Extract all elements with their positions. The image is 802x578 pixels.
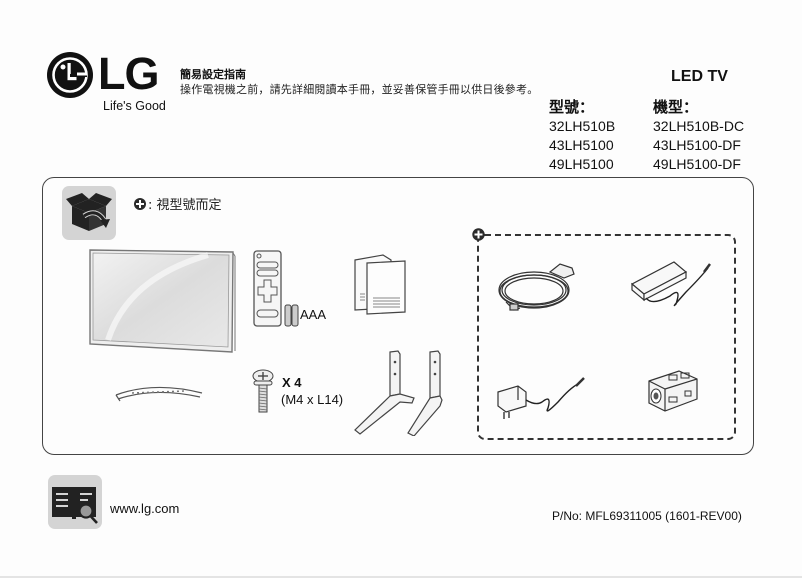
open-box-icon [62, 186, 116, 240]
model-cell: 32LH510B [549, 118, 616, 134]
screw-spec: (M4 x L14) [281, 392, 344, 407]
part-number: P/No: MFL69311005 (1601-REV00) [552, 509, 742, 523]
guide-title: 簡易設定指南 [180, 68, 246, 81]
manual-icon [353, 254, 411, 316]
ferrite-core-icon [643, 367, 701, 415]
manual-search-icon [48, 475, 102, 529]
guide-description: 操作電視機之前，請先詳細閱讀本手冊，並妥善保管手冊以供日後參考。 [180, 83, 539, 96]
power-cord-icon [496, 260, 580, 316]
plus-circle-icon [472, 228, 485, 241]
website-link[interactable]: www.lg.com [110, 501, 180, 516]
logo-wordmark: LG [98, 48, 159, 99]
tv-icon [88, 248, 236, 353]
model-column: 型號： 32LH510B 43LH5100 49LH5100 [549, 98, 615, 174]
optional-accessories-box [477, 234, 736, 440]
stand-icon [352, 350, 444, 436]
battery-label: AAA [300, 307, 327, 322]
page-bottom-divider [0, 576, 802, 578]
type-cell: 49LH5100-DF [653, 156, 741, 172]
battery-icon [284, 303, 300, 327]
variant-note-text: : 視型號而定 [148, 198, 222, 213]
model-cell: 43LH5100 [549, 137, 614, 153]
wall-adapter-icon [496, 362, 592, 422]
screw-quantity: X 4 [282, 375, 302, 390]
model-cell: 49LH5100 [549, 156, 614, 172]
adapter-icon [630, 258, 714, 310]
type-cell: 32LH510B-DC [653, 118, 745, 134]
screw-icon [251, 368, 275, 414]
variant-note: : 視型號而定 [134, 194, 222, 213]
product-type: LED TV [671, 68, 728, 85]
type-header: 機型： [653, 99, 699, 116]
model-header: 型號： [549, 99, 595, 116]
lg-logo-icon [47, 52, 93, 98]
plus-circle-icon [134, 197, 146, 210]
type-cell: 43LH5100-DF [653, 137, 741, 153]
logo-slogan: Life's Good [103, 99, 166, 113]
type-column: 機型： 32LH510B-DC 43LH5100-DF 49LH5100-DF [653, 98, 744, 174]
remote-control-icon [253, 250, 283, 328]
cable-holder-icon [114, 383, 204, 403]
